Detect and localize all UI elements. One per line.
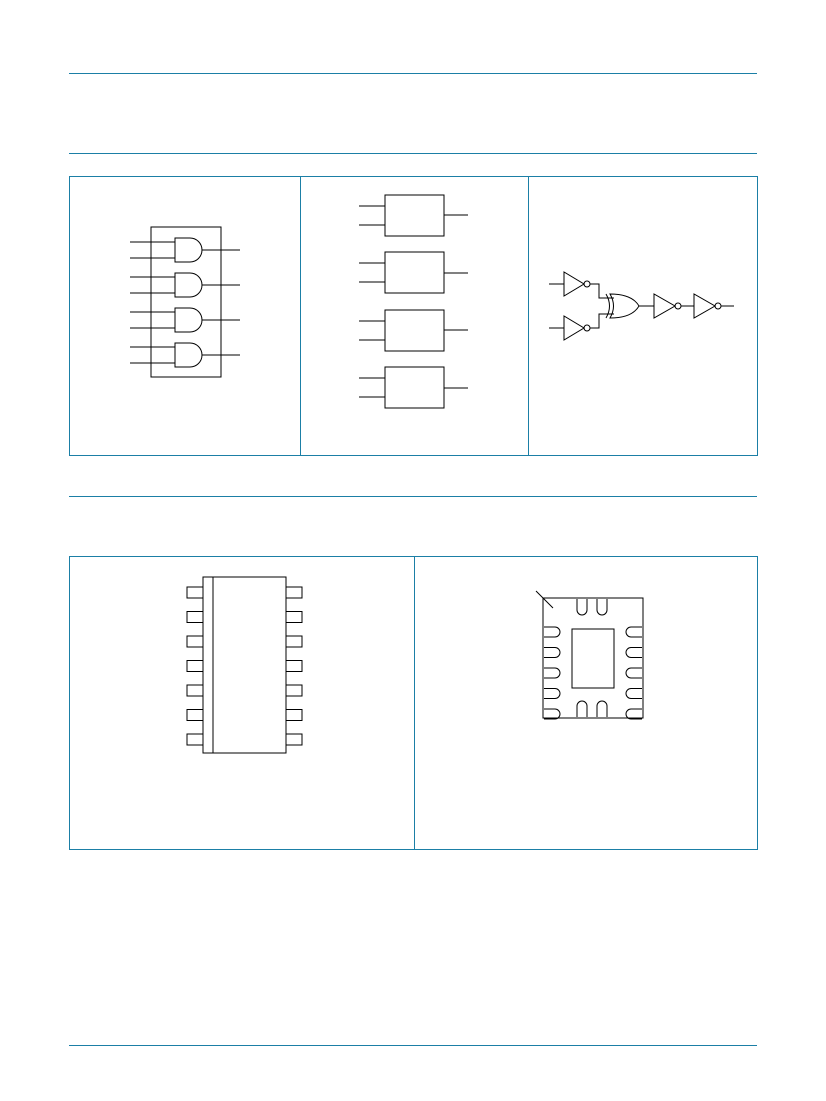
right-pin <box>286 612 302 623</box>
left-pin <box>544 668 560 678</box>
section-rule-pinning <box>69 496 757 497</box>
right-pin <box>286 685 302 696</box>
inverter-gate <box>564 272 584 296</box>
section-rule-logic <box>69 153 757 154</box>
panel-divider-2 <box>528 177 529 455</box>
right-pin <box>626 627 642 637</box>
dhvqfn14-package-icon <box>415 557 757 849</box>
and-gate <box>175 238 202 367</box>
bottom-pin <box>597 701 607 717</box>
pin-configuration-frame <box>69 556 758 850</box>
right-pin <box>626 709 642 719</box>
right-pin <box>626 668 642 678</box>
wire <box>590 284 614 298</box>
xor-gate-back-curve <box>606 294 610 318</box>
right-pin-row <box>626 627 642 719</box>
top-pin <box>597 599 607 615</box>
left-pin-row <box>544 627 560 719</box>
iec-block-symbol-icon <box>301 177 528 455</box>
left-pin <box>544 709 560 719</box>
inverter-xor-chain-icon <box>529 177 757 455</box>
inverter-gate <box>694 294 715 318</box>
panel-divider-1 <box>300 177 301 455</box>
panel-divider-3 <box>414 557 415 849</box>
so14-package-icon <box>70 557 414 849</box>
logic-symbols-frame <box>69 176 758 456</box>
inverter-gate <box>564 316 584 340</box>
top-pin <box>577 599 587 615</box>
gate-input-leads <box>130 242 175 363</box>
wire <box>590 314 614 328</box>
right-pin <box>286 734 302 745</box>
quad-and-gate-symbol-icon <box>70 177 300 455</box>
package-body <box>543 598 643 718</box>
inverter-gate <box>654 294 675 318</box>
iec-input-leads <box>359 206 385 397</box>
left-pin <box>544 648 560 658</box>
symbol-outline <box>151 227 221 377</box>
left-pin <box>187 587 203 598</box>
right-pin <box>286 661 302 672</box>
bottom-pin <box>577 701 587 717</box>
left-pin <box>187 661 203 672</box>
left-pin <box>187 685 203 696</box>
package-body <box>203 577 286 753</box>
right-pin-row <box>286 587 302 745</box>
right-pin <box>626 648 642 658</box>
right-pin <box>286 710 302 721</box>
left-pin <box>544 627 560 637</box>
xor-gate <box>610 294 639 318</box>
right-pin <box>286 587 302 598</box>
left-pin <box>187 612 203 623</box>
left-pin <box>187 636 203 647</box>
right-pin <box>626 689 642 699</box>
footer-rule <box>69 1045 757 1046</box>
left-pin <box>544 689 560 699</box>
iec-block <box>385 195 444 408</box>
pin1-index-line <box>536 591 553 608</box>
iec-output-leads <box>444 215 468 388</box>
header-rule <box>69 73 757 74</box>
left-pin <box>187 734 203 745</box>
left-pin-row <box>187 587 203 745</box>
right-pin <box>286 636 302 647</box>
gate-output-leads <box>202 250 240 355</box>
left-pin <box>187 710 203 721</box>
exposed-center-pad <box>572 629 614 688</box>
